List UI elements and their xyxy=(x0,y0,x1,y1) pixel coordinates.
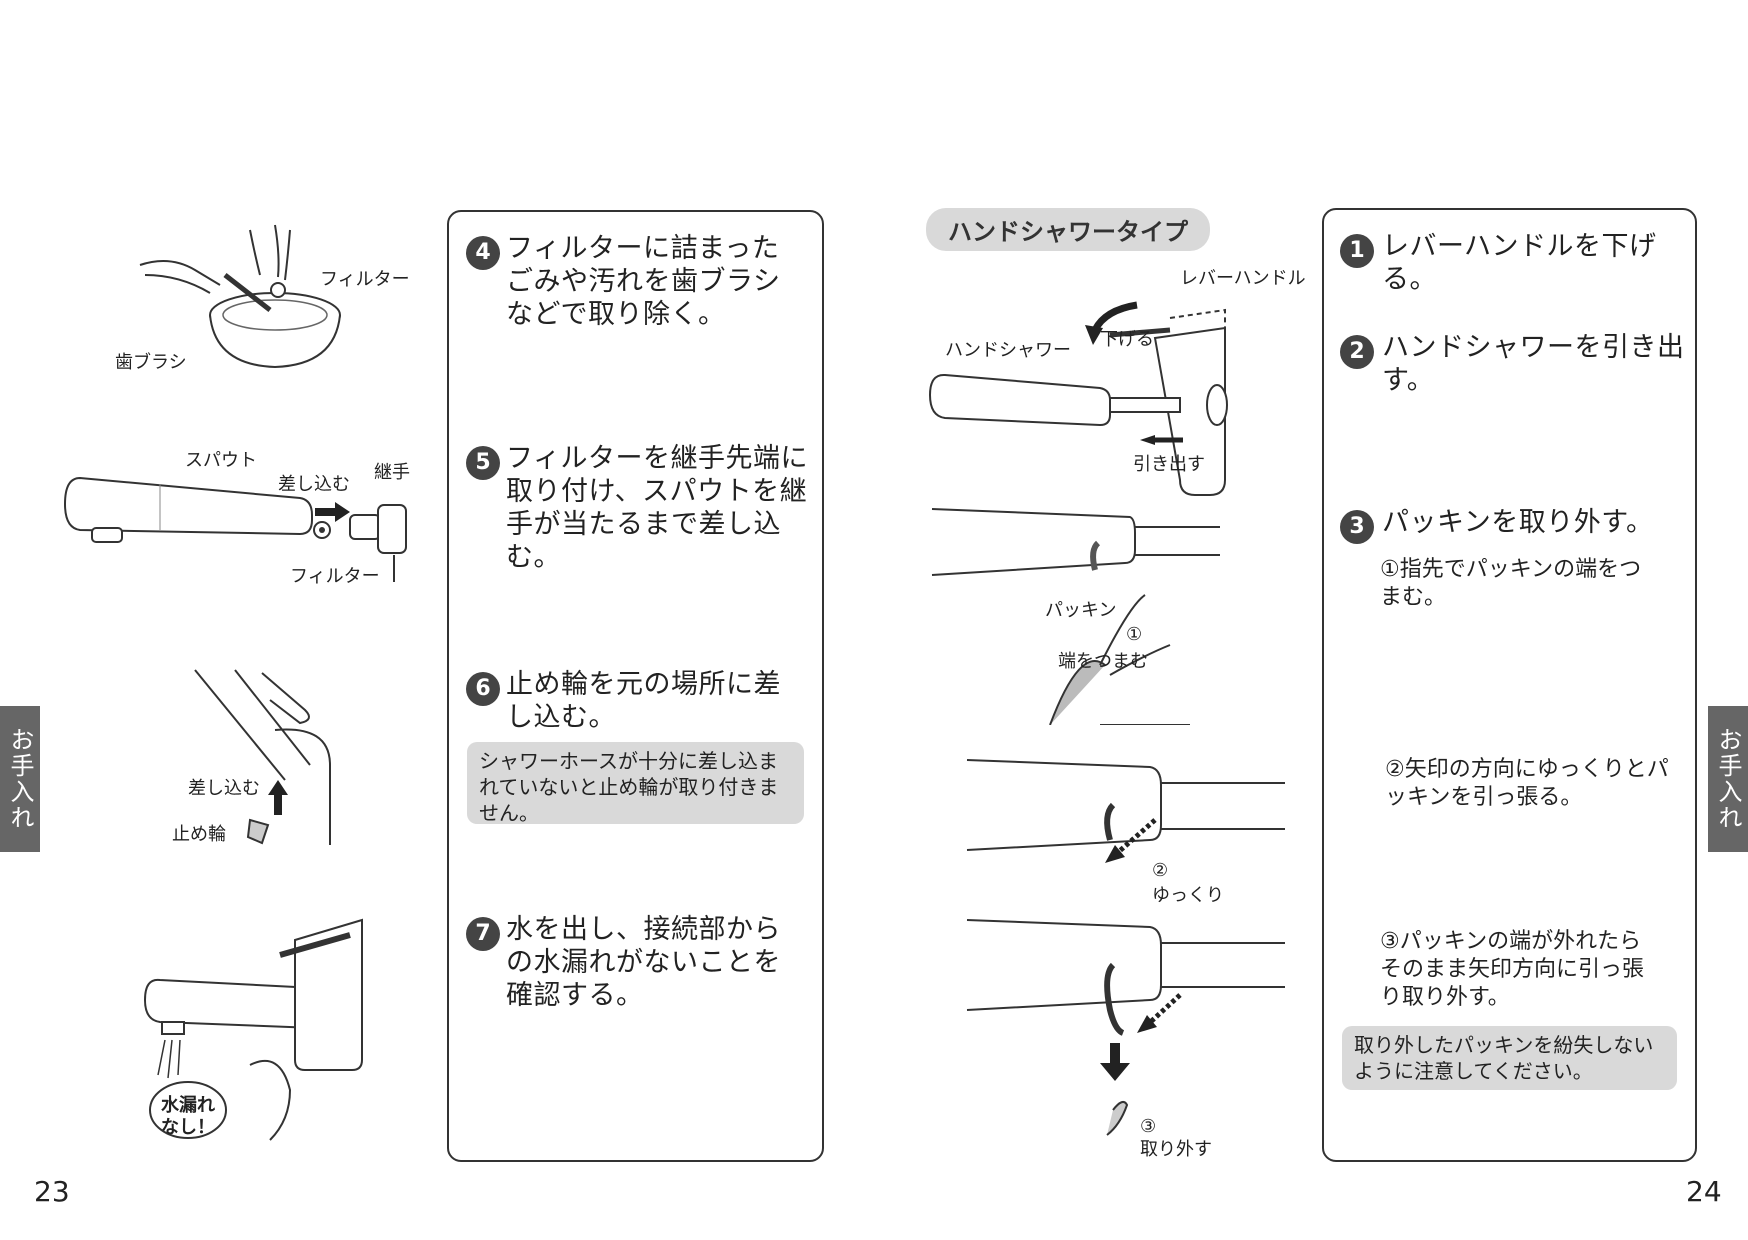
substep-2: ②矢印の方向にゆっくりとパッキンを引っ張る。 xyxy=(1385,757,1669,810)
step-7-text: 水を出し、接続部からの水漏れがないことを確認する。 xyxy=(506,914,781,1011)
label-joint: 継手 xyxy=(374,462,410,483)
step-7-number: 7 xyxy=(466,917,500,951)
page-number-left: 23 xyxy=(34,1175,70,1208)
label-hand-shower: ハンドシャワー xyxy=(945,340,1071,361)
label-spout: スパウト xyxy=(185,450,257,471)
label-filter-2: フィルター xyxy=(290,566,380,587)
label-lever-handle: レバーハンドル xyxy=(1180,268,1306,289)
left-steps-panel xyxy=(447,210,824,1162)
step-1-number: 1 xyxy=(1340,234,1374,268)
substep-1: ①指先でパッキンの端をつまむ。 xyxy=(1380,557,1642,610)
label-slow: ゆっくり xyxy=(1152,885,1224,906)
no-leak-bubble-text: 水漏れ なし！ xyxy=(161,1095,215,1138)
hand-shower-faucet-illustration xyxy=(928,301,1228,496)
slow-pull-illustration xyxy=(966,759,1285,863)
side-tab-left: お手入れ xyxy=(0,706,40,852)
no-leak-illustration xyxy=(143,918,363,1141)
label-stop-ring: 止め輪 xyxy=(172,824,226,845)
label-filter: フィルター xyxy=(320,269,410,290)
substep-3: ③パッキンの端が外れたらそのまま矢印方向に引っ張り取り外す。 xyxy=(1380,929,1645,1010)
label-pinch-number: ① xyxy=(1126,624,1143,645)
remove-packing-illustration xyxy=(966,919,1285,1136)
step-6-number: 6 xyxy=(466,672,500,706)
filter-cleaning-illustration xyxy=(139,224,341,369)
hose-note: シャワーホースが十分に差し込まれていないと止め輪が取り付きません。 xyxy=(467,742,804,825)
label-pinch: 端をつまむ xyxy=(1058,651,1148,672)
label-packing: パッキン xyxy=(1045,600,1117,621)
step-3-number: 3 xyxy=(1340,510,1374,544)
type-header: ハンドシャワータイプ xyxy=(926,208,1210,251)
step-6-text: 止め輪を元の場所に差し込む。 xyxy=(506,669,781,733)
spout-joint-illustration xyxy=(63,476,407,582)
stop-ring-illustration xyxy=(194,669,331,845)
packing-illustration xyxy=(931,508,1220,725)
page-number-right: 24 xyxy=(1686,1175,1722,1208)
label-lower: 下げる xyxy=(1100,329,1154,350)
label-toothbrush: 歯ブラシ xyxy=(115,352,187,373)
step-4-number: 4 xyxy=(466,236,500,270)
label-pull-out: 引き出す xyxy=(1133,454,1205,475)
lost-packing-note: 取り外したパッキンを紛失しないように注意してください。 xyxy=(1342,1026,1677,1090)
step-5-number: 5 xyxy=(466,446,500,480)
label-insert-2: 差し込む xyxy=(188,778,260,799)
label-slow-number: ② xyxy=(1152,860,1169,881)
step-5-text: フィルターを継手先端に取り付け、スパウトを継手が当たるまで差し込む。 xyxy=(506,443,808,573)
side-tab-right: お手入れ xyxy=(1708,706,1748,852)
step-3-text: パッキンを取り外す。 xyxy=(1382,507,1654,538)
step-2-text: ハンドシャワーを引き出す。 xyxy=(1382,332,1685,396)
label-remove-number: ③ xyxy=(1140,1116,1157,1137)
step-4-text: フィルターに詰まったごみや汚れを歯ブラシなどで取り除く。 xyxy=(506,233,781,330)
right-steps-panel xyxy=(1322,208,1697,1162)
label-remove: 取り外す xyxy=(1140,1139,1212,1160)
label-insert: 差し込む xyxy=(278,474,350,495)
step-1-text: レバーハンドルを下げる。 xyxy=(1382,231,1657,295)
step-2-number: 2 xyxy=(1340,335,1374,369)
